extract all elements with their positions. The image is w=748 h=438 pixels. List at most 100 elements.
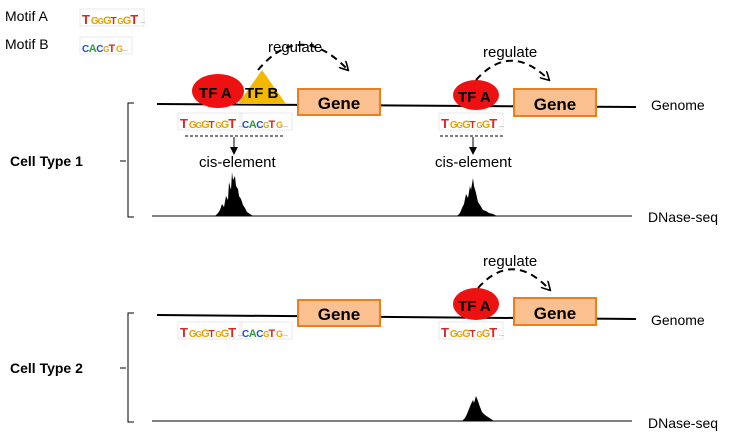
motif-letter: G xyxy=(117,17,123,26)
regulate-arrow-2 xyxy=(477,268,549,289)
gene-label-left-2: Gene xyxy=(318,305,361,324)
motif-letter: T xyxy=(180,116,188,131)
motif-letter: T xyxy=(209,120,215,131)
motif-letter: G xyxy=(476,330,482,339)
tf-a-label-right-1: TF A xyxy=(458,89,491,106)
motif-letter: T xyxy=(441,116,449,131)
motif-logo-tail: — xyxy=(498,334,505,339)
motif-letter: C xyxy=(256,329,263,340)
motif-letter: A xyxy=(249,328,257,340)
motif-letter: G xyxy=(91,16,99,27)
motif-letter: G xyxy=(98,17,104,26)
dnase-label-1: DNase-seq xyxy=(648,209,718,225)
motif-letter: T xyxy=(109,43,116,55)
motif-letter: C xyxy=(82,44,89,55)
motif-letter: C xyxy=(242,120,249,131)
motif-letter: T xyxy=(209,329,215,340)
motif-letter: T xyxy=(470,120,476,131)
gene-box-left-2 xyxy=(297,299,381,327)
tf-b-label-1: TF B xyxy=(245,85,278,102)
motif-letter: G xyxy=(123,15,132,27)
motif-letter: G xyxy=(457,330,463,339)
gene-label-right-1: Gene xyxy=(534,95,577,114)
motif-letter: G xyxy=(450,120,458,131)
motif-b-legend-label: Motif B xyxy=(5,36,49,52)
motif-letter: G xyxy=(462,328,471,340)
cis-element-label-right-1: cis-element xyxy=(435,154,513,171)
motif-letter: T xyxy=(470,329,476,340)
tf-a-label-2: TF A xyxy=(458,298,491,315)
gene-label-right-2: Gene xyxy=(534,304,577,323)
regulate-label-2: regulate xyxy=(483,253,537,270)
motif-logo-tail: — xyxy=(282,125,289,130)
cell-type-2-bracket xyxy=(127,312,134,423)
motif-letter: G xyxy=(221,119,230,131)
gene-box-right-2 xyxy=(513,297,597,326)
dnase-peak-2 xyxy=(462,396,494,421)
motif-letter: T xyxy=(489,325,497,340)
motif-letter: G xyxy=(482,328,491,340)
motif-letter: T xyxy=(489,116,497,131)
motif-logo-frame xyxy=(239,321,293,340)
motif-letter: G xyxy=(189,120,197,131)
motif-logo-tail: — xyxy=(139,21,146,26)
cell-type-1-bracket xyxy=(127,102,134,218)
motif-letter: T xyxy=(180,325,188,340)
dnase-peak-left-1 xyxy=(215,172,253,216)
motif-logo-frame xyxy=(79,8,145,27)
motif-logo-tail: — xyxy=(237,125,244,130)
motif-logo-frame xyxy=(177,321,243,340)
motif-letter: G xyxy=(276,120,283,130)
motif-letter: G xyxy=(196,330,202,339)
tf-b-shape-1 xyxy=(238,70,286,104)
motif-letter: T xyxy=(228,116,236,131)
motif-letter: G xyxy=(103,15,112,27)
motif-letter: T xyxy=(269,119,276,131)
cis-element-label-left-1: cis-element xyxy=(199,154,277,171)
motif-logo-frame xyxy=(438,112,504,131)
motif-logo-tail: — xyxy=(498,125,505,130)
motif-logo-frame xyxy=(239,112,293,131)
motif-letter: G xyxy=(276,329,283,339)
cell-type-1-label: Cell Type 1 xyxy=(10,153,83,169)
tf-a-ellipse-left-1 xyxy=(192,74,244,108)
motif-letter: A xyxy=(89,43,97,55)
motif-letter: G xyxy=(189,329,197,340)
motif-letter: T xyxy=(111,16,117,27)
motif-letter: G xyxy=(457,121,463,130)
cell-type-2-label: Cell Type 2 xyxy=(10,360,83,376)
motif-letter: C xyxy=(242,329,249,340)
motif-letter: G xyxy=(221,328,230,340)
regulate-arrow-right-1 xyxy=(475,59,548,80)
motif-logo-frame xyxy=(438,321,504,340)
tf-a-ellipse-2 xyxy=(453,288,499,320)
motif-a-legend-label: Motif A xyxy=(5,8,48,24)
motif-letter: G xyxy=(103,45,109,54)
tf-a-ellipse-right-1 xyxy=(453,80,499,110)
motif-letter: C xyxy=(96,44,103,55)
gene-label-left-1: Gene xyxy=(318,94,361,113)
motif-letter: A xyxy=(249,119,257,131)
motif-letter: G xyxy=(263,121,269,130)
gene-box-left-1 xyxy=(297,88,381,116)
regulate-label-left-1: regulate xyxy=(268,39,322,56)
motif-letter: G xyxy=(263,330,269,339)
motif-letter: T xyxy=(269,328,276,340)
motif-logo-tail: — xyxy=(122,49,129,54)
motif-letter: T xyxy=(228,325,236,340)
dnase-peak-right-1 xyxy=(457,178,497,216)
genome-label-1: Genome xyxy=(651,97,705,113)
motif-letter: G xyxy=(482,119,491,131)
tf-a-label-left-1: TF A xyxy=(199,85,232,102)
motif-logo-frame xyxy=(79,36,133,55)
regulate-label-right-1: regulate xyxy=(483,44,537,61)
motif-letter: C xyxy=(256,120,263,131)
